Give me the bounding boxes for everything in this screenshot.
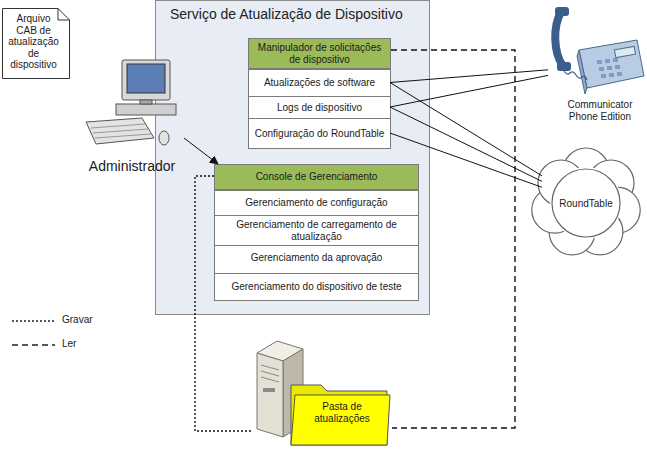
icon-part xyxy=(159,131,169,145)
row-label: Gerenciamento da aprovação xyxy=(215,246,418,270)
row-label: Gerenciamento de configuração xyxy=(215,191,418,215)
component-row: Configuração do RoundTable xyxy=(249,118,390,148)
component-header: Console de Gerenciamento xyxy=(215,165,418,190)
icon-part xyxy=(80,58,184,156)
icon-part xyxy=(607,66,612,70)
icon-part xyxy=(140,100,152,104)
icon-part xyxy=(577,50,587,94)
data-flow-line xyxy=(195,176,253,431)
row-label: Gerenciamento de carregamento de atualiz… xyxy=(215,216,418,245)
connector-line xyxy=(390,107,542,181)
icon-part xyxy=(95,134,151,138)
legend-label: Gravar xyxy=(62,314,93,325)
region-title: Serviço de Atualização de Dispositivo xyxy=(156,1,429,22)
icon-part xyxy=(127,64,165,93)
icon-part xyxy=(3,9,70,79)
icon-part xyxy=(557,62,571,71)
icon-part xyxy=(91,124,145,128)
dashed-sample xyxy=(12,344,55,345)
icon-part xyxy=(550,167,622,239)
device-label: Communicator Phone Edition xyxy=(545,4,645,122)
connector-line xyxy=(184,138,218,164)
updates-folder-server: Pasta de atualizações xyxy=(253,333,392,447)
icon-part xyxy=(601,74,606,78)
component-row: Atualizações de software xyxy=(249,69,390,96)
icon-part xyxy=(605,59,610,63)
connector-line xyxy=(390,75,548,107)
data-flow-line xyxy=(391,50,515,428)
cab-file-document: Arquivo CAB de atualização de dispositiv… xyxy=(2,8,70,79)
icon-part xyxy=(615,65,620,69)
connector-line xyxy=(390,83,542,176)
icon-part xyxy=(116,104,176,115)
icon-part xyxy=(253,333,392,447)
connector-line xyxy=(390,133,542,187)
legend-label: Ler xyxy=(62,338,76,349)
device-label: RoundTable xyxy=(559,198,612,209)
document-label: Arquivo CAB de atualização de dispositiv… xyxy=(2,8,70,77)
row-label: Logs de dispositivo xyxy=(249,97,390,118)
dotted-sample xyxy=(12,320,55,321)
icon-part xyxy=(597,60,602,64)
icon-part xyxy=(613,58,618,62)
icon-part xyxy=(564,71,587,80)
component-box: Manipulador de solicitações de dispositi… xyxy=(248,38,391,149)
icon-part xyxy=(614,46,635,57)
folder-label: Pasta de atualizações xyxy=(297,401,387,425)
icon-part xyxy=(86,118,154,144)
component-row: Logs de dispositivo xyxy=(249,96,390,118)
icon-part xyxy=(545,4,645,96)
icon-part xyxy=(552,169,620,237)
roundtable-device: RoundTable xyxy=(528,146,644,260)
administrator-workstation: Administrador xyxy=(80,58,184,182)
icon-part xyxy=(555,7,569,16)
icon-part xyxy=(122,60,170,100)
icon-part xyxy=(93,129,148,133)
icon-part xyxy=(609,73,614,77)
row-label: Gerenciamento do dispositivo de teste xyxy=(215,274,418,300)
actor-label: Administrador xyxy=(80,58,184,174)
icon-part xyxy=(291,395,390,445)
component-row: Gerenciamento de configuração xyxy=(215,190,418,215)
icon-part xyxy=(263,388,275,392)
component-header: Manipulador de solicitações de dispositi… xyxy=(249,39,390,69)
icon-part xyxy=(597,58,622,78)
icon-part xyxy=(261,377,279,382)
icon-part xyxy=(257,353,283,437)
service-region: Serviço de Atualização de DispositivoMan… xyxy=(155,0,430,315)
component-box: Console de GerenciamentoGerenciamento de… xyxy=(214,164,419,301)
icon-part xyxy=(261,365,279,370)
icon-part xyxy=(261,371,279,376)
icon-part xyxy=(555,12,563,66)
row-label: Atualizações de software xyxy=(249,70,390,96)
phone-device: Communicator Phone Edition xyxy=(545,4,645,128)
icon-part xyxy=(579,40,644,88)
component-row: Gerenciamento da aprovação xyxy=(215,245,418,270)
component-row: Gerenciamento do dispositivo de teste xyxy=(215,273,418,300)
icon-part xyxy=(599,67,604,71)
row-label: Configuração do RoundTable xyxy=(249,119,390,148)
connector-line xyxy=(390,70,548,83)
icon-part xyxy=(617,72,622,76)
component-row: Gerenciamento de carregamento de atualiz… xyxy=(215,215,418,245)
